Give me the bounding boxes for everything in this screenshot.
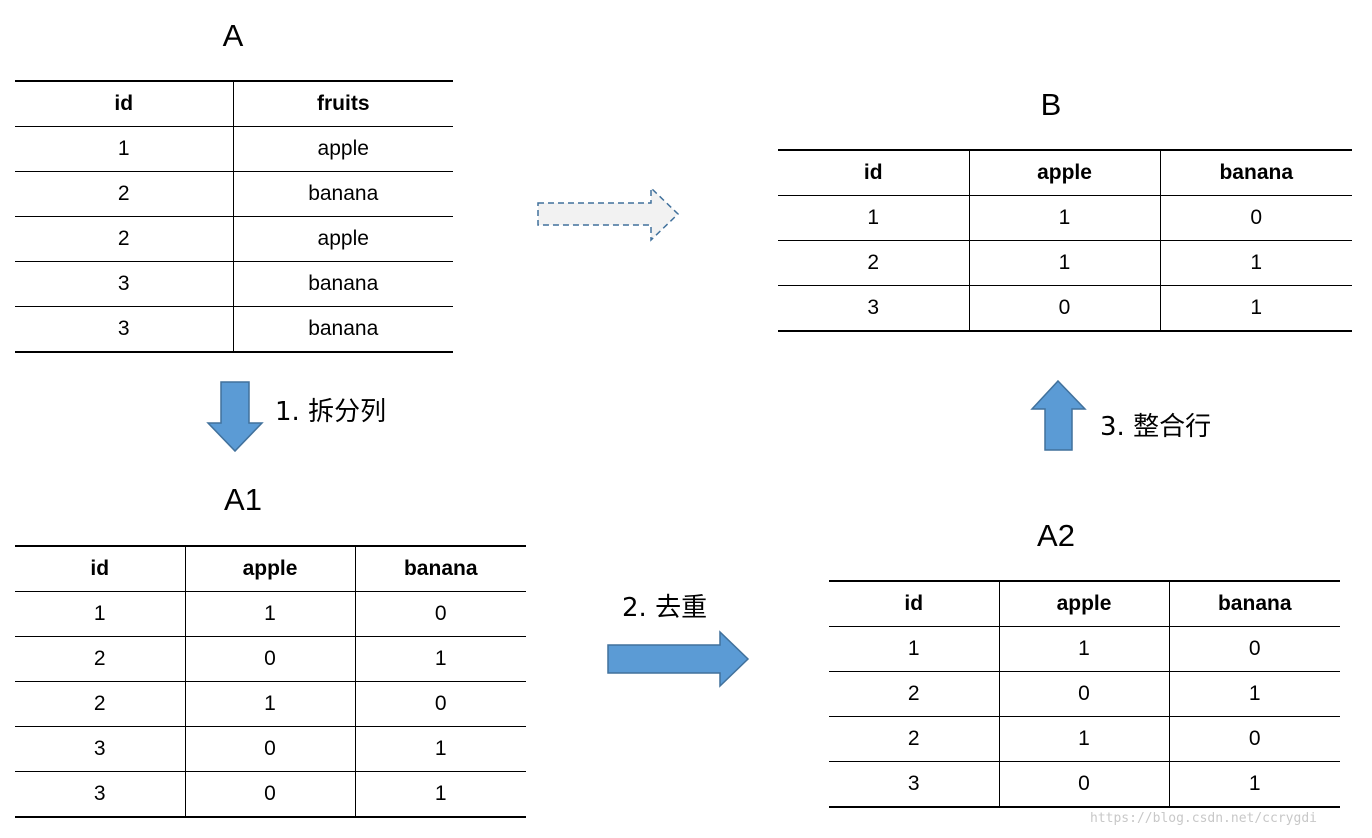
watermark: https://blog.csdn.net/ccrygdi [1090, 811, 1317, 826]
table-cell: 0 [184, 636, 355, 682]
table-cell: 1 [778, 195, 969, 241]
table-cell: 1 [968, 240, 1160, 286]
table-cell: 1 [354, 771, 526, 818]
step-3-label: 3. 整合行 [1100, 412, 1212, 442]
table-cell: 0 [354, 681, 526, 727]
table-cell: 3 [15, 306, 233, 353]
table-cell: 1 [1159, 240, 1352, 286]
table-cell: 0 [1168, 626, 1340, 672]
table-cell: 3 [15, 261, 233, 307]
table-cell: 1 [1159, 285, 1352, 332]
table-cell: 1 [184, 591, 355, 637]
table-a2-title: A2 [1037, 518, 1075, 553]
table-cell: apple [232, 126, 453, 172]
step-1-label: 1. 拆分列 [275, 397, 387, 427]
table-cell: banana [232, 171, 453, 217]
table-cell: 0 [968, 285, 1160, 332]
table-cell: 1 [1168, 761, 1340, 808]
table-cell: 0 [184, 726, 355, 772]
table-b-title: B [1040, 87, 1062, 122]
table-cell: 1 [15, 126, 233, 172]
table-cell: 3 [15, 771, 185, 818]
table-cell: 0 [354, 591, 526, 637]
table-cell: 1 [968, 195, 1160, 241]
table-a-title: A [222, 18, 244, 53]
table-cell: banana [232, 261, 453, 307]
table-cell: 2 [15, 636, 185, 682]
column-header: id [15, 80, 233, 127]
table-cell: 2 [829, 671, 999, 717]
table-cell: apple [232, 216, 453, 262]
table-cell: 0 [184, 771, 355, 818]
dashed-right-arrow-icon [537, 186, 680, 242]
table-cell: 2 [15, 681, 185, 727]
table-cell: 1 [354, 726, 526, 772]
table-cell: 1 [829, 626, 999, 672]
right-arrow-icon [607, 630, 750, 688]
table-cell: 3 [15, 726, 185, 772]
table-cell: 1 [15, 591, 185, 637]
table-cell: 0 [1168, 716, 1340, 762]
table-cell: 0 [998, 671, 1169, 717]
table-cell: 2 [15, 171, 233, 217]
table-cell: 1 [1168, 671, 1340, 717]
table-cell: 3 [829, 761, 999, 808]
column-header: id [829, 580, 999, 627]
table-a1-title: A1 [224, 482, 262, 517]
table-cell: 0 [1159, 195, 1352, 241]
table-cell: 2 [829, 716, 999, 762]
table-cell: 1 [998, 626, 1169, 672]
column-header: apple [998, 580, 1169, 627]
column-header: banana [354, 545, 526, 592]
column-header: banana [1168, 580, 1340, 627]
table-cell: 0 [998, 761, 1169, 808]
table-cell: 1 [184, 681, 355, 727]
table-cell: banana [232, 306, 453, 353]
up-arrow-icon [1030, 379, 1087, 451]
column-header: apple [184, 545, 355, 592]
column-header: id [778, 149, 969, 196]
table-cell: 1 [998, 716, 1169, 762]
column-header: banana [1159, 149, 1352, 196]
column-header: id [15, 545, 185, 592]
table-cell: 3 [778, 285, 969, 332]
table-cell: 1 [354, 636, 526, 682]
column-header: fruits [232, 80, 453, 127]
table-cell: 2 [15, 216, 233, 262]
table-cell: 2 [778, 240, 969, 286]
step-2-label: 2. 去重 [622, 593, 708, 623]
column-header: apple [968, 149, 1160, 196]
down-arrow-icon [206, 381, 264, 453]
